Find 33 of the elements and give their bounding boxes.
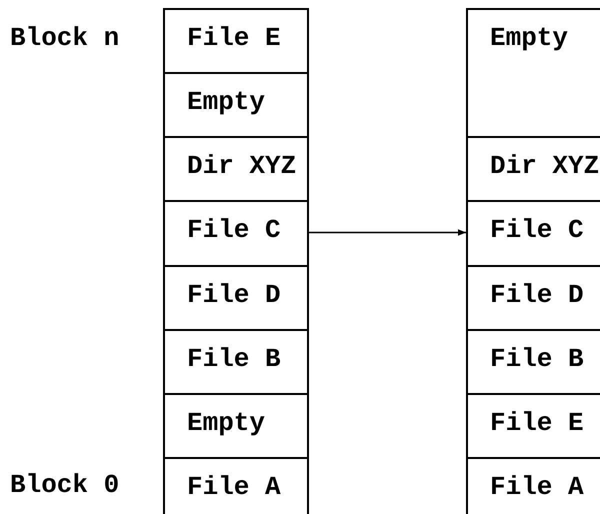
block-label: File D bbox=[490, 280, 584, 310]
block-label: Dir XYZ bbox=[490, 151, 600, 181]
storage-block bbox=[466, 393, 600, 457]
block-label: File A bbox=[187, 472, 281, 502]
arrow bbox=[309, 229, 466, 236]
block-label: Empty bbox=[490, 23, 568, 53]
storage-block bbox=[466, 329, 600, 393]
block-label: File E bbox=[490, 408, 584, 438]
block-label: Empty bbox=[187, 87, 266, 117]
block-number-label: Block n bbox=[10, 23, 120, 53]
block-label: File D bbox=[187, 280, 281, 310]
storage-block bbox=[163, 72, 309, 136]
block-label: Dir XYZ bbox=[187, 151, 296, 181]
storage-block bbox=[163, 265, 309, 329]
block-label: File B bbox=[490, 344, 584, 374]
storage-block bbox=[466, 136, 600, 200]
storage-block bbox=[163, 136, 309, 200]
block-number-label: Block 0 bbox=[10, 470, 120, 500]
storage-block bbox=[163, 8, 309, 72]
storage-block bbox=[466, 8, 600, 136]
storage-block bbox=[163, 393, 309, 457]
storage-block bbox=[466, 265, 600, 329]
block-label: Empty bbox=[187, 408, 266, 438]
block-label: File C bbox=[187, 215, 281, 245]
storage-block bbox=[466, 200, 600, 265]
storage-block bbox=[163, 329, 309, 393]
block-label: File E bbox=[187, 23, 281, 53]
storage-block bbox=[163, 457, 309, 514]
block-label: File B bbox=[187, 344, 281, 374]
block-label: File A bbox=[490, 472, 584, 502]
storage-block bbox=[163, 200, 309, 265]
storage-block bbox=[466, 457, 600, 514]
block-label: File C bbox=[490, 215, 584, 245]
